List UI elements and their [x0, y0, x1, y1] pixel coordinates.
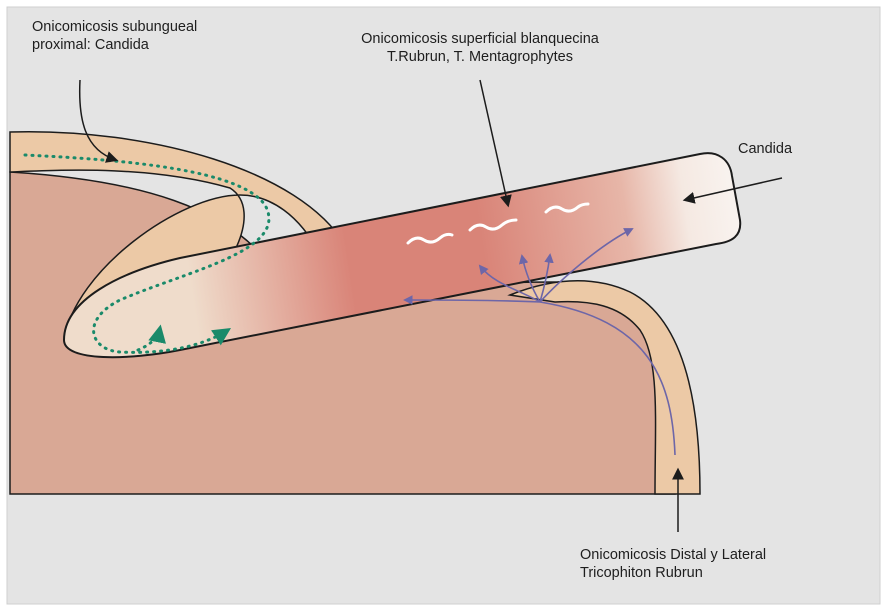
label-distal-line1: Onicomicosis Distal y Lateral: [580, 546, 766, 564]
label-superficial-line1: Onicomicosis superficial blanquecina: [305, 30, 655, 48]
label-proximal-line2: proximal: Candida: [32, 36, 197, 54]
label-superficial-line2: T.Rubrun, T. Mentagrophytes: [305, 48, 655, 66]
label-distal-line2: Tricophiton Rubrun: [580, 564, 766, 582]
label-distal: Onicomicosis Distal y Lateral Tricophito…: [580, 546, 766, 582]
label-candida: Candida: [738, 140, 792, 158]
label-proximal-line1: Onicomicosis subungueal: [32, 18, 197, 36]
label-superficial: Onicomicosis superficial blanquecina T.R…: [305, 30, 655, 66]
label-proximal: Onicomicosis subungueal proximal: Candid…: [32, 18, 197, 54]
